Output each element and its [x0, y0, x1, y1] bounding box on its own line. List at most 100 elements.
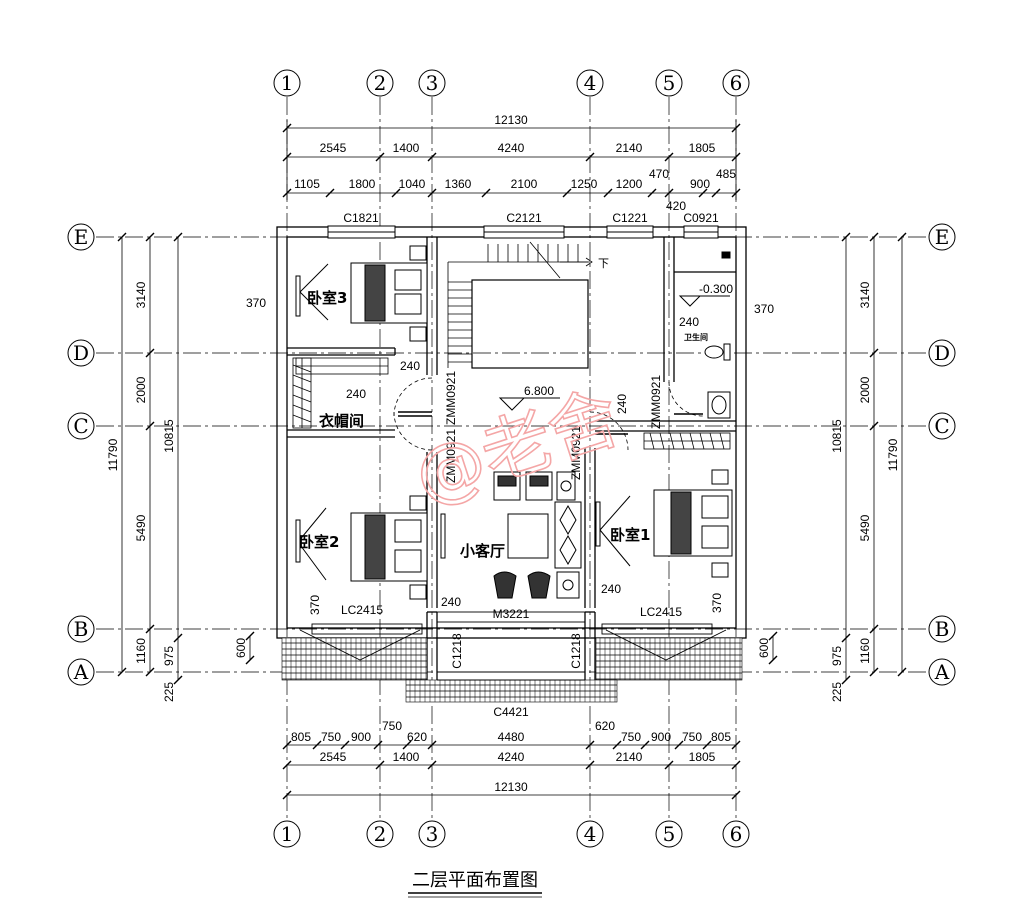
dim-right-10815: 10815	[830, 419, 844, 453]
dim-top-900: 900	[690, 177, 710, 191]
dim-left-225: 225	[162, 682, 176, 702]
axis-label-c-right: C	[934, 414, 949, 438]
elevation-mark-main	[498, 397, 560, 411]
bed-bedroom1	[599, 469, 733, 578]
door-labels: ZMM0921 ZMM0921 ZMM0921 ZMM0921	[444, 371, 663, 483]
dim-right-2000: 2000	[858, 376, 872, 403]
top-dimension-lines	[282, 120, 741, 200]
axis-labels-side: E D C B A E D C B A	[73, 225, 950, 684]
wall-labels: 240 240 240 240 240 240 370 370 370 370	[246, 296, 774, 615]
window-c0921: C0921	[683, 211, 719, 225]
right-dimension-text: 3140 2000 5490 1160 11790 10815 975 225 …	[757, 281, 900, 702]
axis-label-1-bottom: 1	[281, 822, 294, 846]
dim-top-485: 485	[716, 167, 736, 181]
window-c4421: C4421	[493, 705, 529, 719]
window-c2121: C2121	[506, 211, 542, 225]
dim-bottom-620b: 620	[595, 719, 615, 733]
dim-bottom-4480: 4480	[498, 730, 525, 744]
axis-label-5-bottom: 5	[663, 822, 676, 846]
dim-right-11790: 11790	[886, 438, 900, 471]
door-zmm0921-1: ZMM0921	[444, 371, 458, 425]
dim-right-5490: 5490	[858, 514, 872, 541]
tv-units	[295, 275, 601, 563]
window-c1221: C1221	[612, 211, 648, 225]
axis-label-3: 3	[426, 71, 439, 95]
dim-top-1400: 1400	[393, 141, 420, 155]
dim-bottom-1400: 1400	[393, 750, 420, 764]
axis-label-5: 5	[663, 71, 676, 95]
label-370-left: 370	[246, 296, 266, 310]
axis-label-b-right: B	[935, 617, 950, 641]
axis-label-1: 1	[281, 71, 294, 95]
room-bedroom3: 卧室3	[307, 289, 347, 307]
label-370-b-left: 370	[308, 595, 322, 615]
roof-tile-hatch	[282, 638, 742, 702]
dim-top-470: 470	[649, 167, 669, 181]
axis-label-e: E	[74, 225, 89, 249]
dim-bottom-805: 805	[291, 730, 311, 744]
dim-left-11790: 11790	[106, 438, 120, 471]
door-zmm0921-3: ZMM0921	[569, 426, 583, 480]
dim-left-5490: 5490	[134, 514, 148, 541]
room-bedroom1: 卧室1	[610, 526, 650, 544]
room-wardrobe: 衣帽间	[319, 412, 364, 430]
top-dimension-text: 12130 2545 1400 4240 2140 1805 1105 1800…	[294, 113, 736, 213]
dim-top-2100: 2100	[511, 177, 538, 191]
stair-down-label: 下	[598, 257, 609, 270]
drawing-title: 二层平面布置图	[412, 870, 538, 891]
dim-top-1800: 1800	[349, 177, 376, 191]
axis-label-4-bottom: 4	[584, 822, 597, 846]
living-room-furniture	[493, 471, 582, 599]
axis-bubbles-side	[67, 223, 956, 686]
axis-labels-top: 1 2 3 4 5 6	[281, 71, 743, 95]
label-240-3: 240	[441, 595, 461, 609]
axis-label-2: 2	[374, 71, 387, 95]
axis-labels-bottom: 1 2 3 4 5 6	[281, 822, 743, 846]
room-bathroom: 卫生间	[684, 332, 708, 342]
stair	[447, 241, 593, 369]
dim-top-2545: 2545	[320, 141, 347, 155]
window-lc2415-right: LC2415	[640, 605, 682, 619]
bed-bedroom3	[299, 245, 428, 342]
label-370-right: 370	[754, 302, 774, 316]
bathroom-fixtures	[704, 251, 731, 419]
bottom-dimension-text: 805 750 900 750 620 4480 620 750 900 750…	[291, 719, 731, 794]
door-m3221: M3221	[493, 607, 530, 621]
dim-left-10815: 10815	[162, 419, 176, 453]
dim-bottom-2545: 2545	[320, 750, 347, 764]
dim-left-1160: 1160	[134, 638, 148, 664]
door-leaves	[398, 411, 703, 435]
dim-top-420: 420	[666, 199, 686, 213]
label-240-1: 240	[400, 359, 420, 373]
room-bedroom2: 卧室2	[299, 533, 339, 551]
dim-bottom-900: 900	[351, 730, 371, 744]
elevation-main: 6.800	[524, 384, 554, 398]
dim-right-225: 225	[830, 682, 844, 702]
dim-top-1360: 1360	[445, 177, 472, 191]
dim-left-975: 975	[162, 646, 176, 666]
label-240-6: 240	[615, 394, 629, 414]
label-370-b-right: 370	[710, 593, 724, 613]
label-240-4: 240	[601, 582, 621, 596]
axis-label-a-right: A	[934, 660, 950, 684]
window-c1218-right: C1218	[569, 633, 583, 669]
dim-left-2000: 2000	[134, 376, 148, 403]
bed-bedroom2	[297, 495, 428, 600]
dim-bottom-2140: 2140	[616, 750, 643, 764]
elevation-mark-bath	[678, 295, 730, 307]
balcony-rails	[299, 611, 727, 681]
dim-bottom-620: 620	[407, 730, 427, 744]
dim-right-975: 975	[830, 646, 844, 666]
dim-top-total: 12130	[494, 113, 528, 127]
axis-label-a: A	[73, 660, 89, 684]
axis-bubbles-bottom	[273, 820, 750, 848]
bottom-dimension-lines	[282, 740, 741, 800]
axis-label-3-bottom: 3	[426, 822, 439, 846]
dim-top-2140: 2140	[616, 141, 643, 155]
right-dimension-lines	[768, 232, 907, 685]
bottom-window-labels: LC2415 LC2415 M3221 C4421 C1218 C1218	[341, 603, 682, 719]
axis-bubbles-top	[273, 69, 750, 97]
dim-bottom-750: 750	[321, 730, 341, 744]
dim-right-600: 600	[757, 638, 771, 658]
